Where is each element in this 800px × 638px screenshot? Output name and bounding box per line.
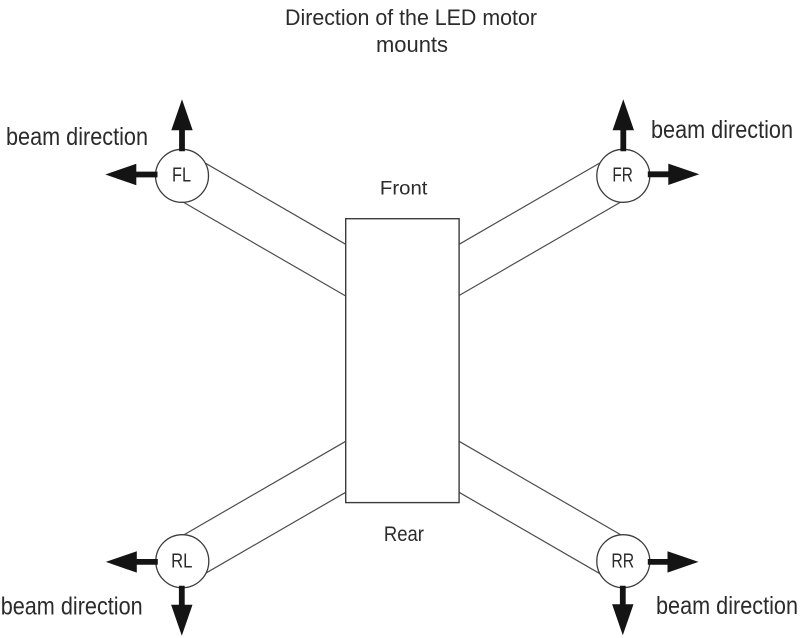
svg-text:beam direction: beam direction [1, 592, 143, 620]
svg-text:Front: Front [380, 179, 428, 200]
svg-text:beam direction: beam direction [651, 116, 793, 144]
svg-text:Direction of the LED motor: Direction of the LED motor [285, 5, 537, 30]
svg-text:FL: FL [172, 163, 191, 186]
svg-text:mounts: mounts [376, 32, 448, 57]
svg-text:Rear: Rear [384, 522, 424, 546]
svg-text:RR: RR [611, 549, 634, 572]
svg-text:beam direction: beam direction [656, 592, 798, 620]
svg-text:FR: FR [612, 163, 633, 186]
svg-text:RL: RL [171, 549, 192, 572]
svg-text:beam direction: beam direction [6, 123, 148, 151]
